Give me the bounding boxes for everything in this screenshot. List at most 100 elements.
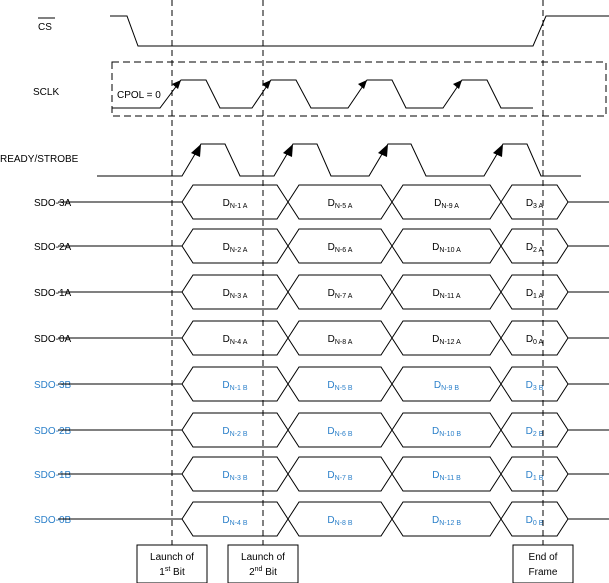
data-cell-label: DN-11 A [432, 288, 460, 300]
ready-arrow-3 [378, 144, 388, 157]
data-cell-label: DN-7 A [328, 288, 353, 300]
data-cell [500, 412, 569, 448]
data-cell-label: DN-2 B [222, 426, 247, 438]
ready-arrow-2 [283, 144, 293, 157]
data-cell [287, 184, 393, 220]
data-cell-label: DN-7 B [327, 470, 352, 482]
data-cell-label: DN-4 A [223, 334, 248, 346]
sdo-lane-label: SDO-0A [34, 334, 72, 345]
data-cell [500, 501, 569, 537]
sclk-arrow-2 [262, 80, 271, 89]
cpol-label: CPOL = 0 [117, 90, 161, 101]
data-cell-label: DN-10 A [432, 242, 461, 254]
data-cell-label: DN-4 B [222, 515, 247, 527]
sclk-arrow-3 [358, 80, 367, 89]
data-cell-label: DN-5 B [327, 380, 352, 392]
sdo-lane: SDO-3B DN-1 B DN-5 B DN-9 B D3 B [34, 366, 609, 402]
data-cell [287, 274, 393, 310]
ready-arrow-4 [493, 144, 503, 157]
marker-launch-2nd: Launch of 2nd Bit [227, 544, 299, 583]
data-cell-label: DN-12 B [432, 515, 461, 527]
data-cell-label: D1 A [526, 288, 544, 300]
marker-launch-1st: Launch of 1st Bit [136, 544, 208, 583]
data-cell [391, 184, 502, 220]
data-cell-label: DN-10 B [432, 426, 461, 438]
data-cell-label: D0 A [526, 334, 544, 346]
sdo-lane: SDO-1A DN-3 A DN-7 A DN-11 A D1 A [34, 274, 609, 310]
data-cell [500, 366, 569, 402]
marker-line1: Launch of [150, 552, 194, 563]
data-cell-label: D3 A [526, 198, 544, 210]
data-cell [181, 274, 289, 310]
data-cell [500, 228, 569, 264]
ready-strobe-rising-edge-arrows [191, 144, 503, 157]
data-cell-label: DN-11 B [432, 470, 461, 482]
data-cell [391, 320, 502, 356]
data-cell [181, 184, 289, 220]
data-cell-label: DN-2 A [223, 242, 248, 254]
marker-box [512, 544, 574, 583]
sclk-rising-edge-arrows [172, 80, 462, 89]
marker-line2: Frame [529, 567, 558, 578]
data-cell-label: D0 B [526, 515, 544, 527]
data-cell [500, 184, 569, 220]
data-cell [287, 366, 393, 402]
data-cell [500, 456, 569, 492]
data-cell [287, 228, 393, 264]
data-cell [181, 456, 289, 492]
data-cell-label: DN-8 B [327, 515, 352, 527]
data-cell [391, 366, 502, 402]
data-cell [287, 456, 393, 492]
ready-strobe-waveform [97, 143, 581, 177]
data-cell [391, 456, 502, 492]
data-cell-label: D2 B [526, 426, 544, 438]
data-cell-label: DN-1 B [222, 380, 247, 392]
data-cell [391, 274, 502, 310]
sdo-lane-label: SDO-2A [34, 242, 72, 253]
data-cell [181, 320, 289, 356]
sclk-dashed-box [111, 61, 607, 117]
marker-line1: Launch of [241, 552, 285, 563]
sdo-lane-label: SDO-2B [34, 426, 72, 437]
data-cell-label: D1 B [526, 470, 544, 482]
ready-arrow-1 [191, 144, 201, 157]
sdo-lane: SDO-2B DN-2 B DN-6 B DN-10 B D2 B [34, 412, 609, 448]
data-cell [391, 228, 502, 264]
data-cell-label: DN-5 A [328, 198, 353, 210]
signal-labels: CS SCLK READY/STROBE [0, 17, 79, 165]
marker-line1: End of [529, 552, 558, 563]
cs-waveform [110, 15, 609, 47]
data-cell [287, 320, 393, 356]
sdo-lane-label: SDO-3B [34, 380, 72, 391]
data-cell [500, 320, 569, 356]
cs-label: CS [38, 22, 52, 33]
data-cell-label: DN-6 A [328, 242, 353, 254]
data-cell [391, 412, 502, 448]
marker-lines [171, 0, 544, 545]
data-cell [287, 501, 393, 537]
sdo-lane-label: SDO-3A [34, 198, 72, 209]
data-cell-label: DN-8 A [328, 334, 353, 346]
data-cell [181, 366, 289, 402]
sclk-label: SCLK [33, 87, 59, 98]
marker-line2: 2nd Bit [249, 566, 277, 578]
data-cell-label: D3 B [526, 380, 544, 392]
marker-end-of-frame: End of Frame [512, 544, 574, 583]
sclk-arrow-1 [172, 80, 181, 89]
marker-box [136, 544, 208, 583]
data-cell-label: DN-1 A [223, 198, 248, 210]
ready-strobe-label: READY/STROBE [0, 154, 79, 165]
data-cell-label: DN-3 A [223, 288, 248, 300]
sdo-lane-label: SDO-1A [34, 288, 72, 299]
sclk-waveform [112, 79, 533, 109]
data-cell [181, 412, 289, 448]
data-cell-label: DN-9 B [434, 380, 459, 392]
data-cell-label: DN-3 B [222, 470, 247, 482]
marker-line2: 1st Bit [159, 566, 185, 578]
data-cell-label: DN-6 B [327, 426, 352, 438]
